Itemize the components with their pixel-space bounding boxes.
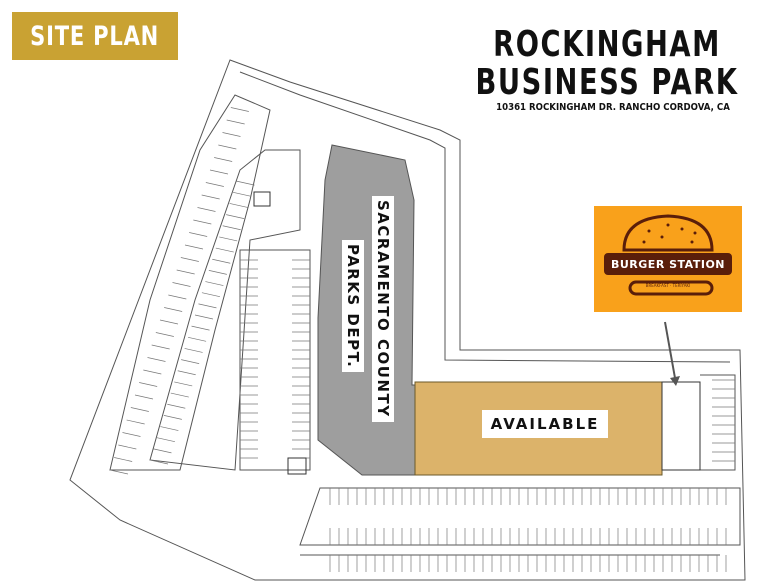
parking-stall bbox=[194, 314, 214, 320]
parking-stall bbox=[159, 319, 179, 325]
parking-left bbox=[109, 94, 271, 471]
parking-stall bbox=[191, 325, 210, 331]
county-label-line1: SACRAMENTO COUNTY bbox=[372, 196, 394, 422]
parking-stall bbox=[226, 119, 245, 125]
parking-stall bbox=[151, 344, 170, 350]
parking-stall bbox=[184, 348, 203, 353]
parking-stall bbox=[163, 415, 182, 420]
parking-middle bbox=[149, 149, 301, 471]
parking-stall bbox=[226, 214, 245, 219]
parking-stall bbox=[233, 191, 252, 197]
parking-stall bbox=[215, 247, 234, 253]
parking-stall bbox=[181, 359, 200, 364]
pointer-arrow bbox=[664, 321, 676, 379]
parking-stall bbox=[184, 244, 204, 250]
parking-stall bbox=[118, 444, 137, 450]
page-title: ROCKINGHAM BUSINESS PARK bbox=[417, 26, 761, 102]
access-road bbox=[239, 71, 731, 363]
parking-stall bbox=[130, 407, 149, 412]
parking-stall bbox=[193, 219, 212, 225]
site-plan-label: SITE PLAN bbox=[30, 20, 160, 52]
parking-stall bbox=[201, 292, 220, 298]
parking-stall bbox=[126, 419, 145, 425]
parking-stall bbox=[198, 303, 217, 309]
parking-stall bbox=[164, 307, 183, 312]
parking-stall bbox=[156, 437, 175, 443]
parking-right bbox=[700, 374, 736, 471]
burger-station-logo: BURGER STATION BREAKFAST · TERIYAKI bbox=[594, 206, 742, 312]
parking-stall bbox=[230, 107, 249, 112]
parking-stall bbox=[212, 258, 231, 264]
parking-stall bbox=[214, 157, 233, 162]
parking-stall bbox=[139, 382, 158, 387]
hatched-area bbox=[253, 191, 271, 207]
parking-stall bbox=[168, 294, 187, 300]
parking-stall bbox=[176, 269, 195, 275]
site-plan-badge: SITE PLAN bbox=[12, 12, 178, 60]
title-line-1: ROCKINGHAM bbox=[493, 24, 721, 65]
parking-stall bbox=[205, 281, 224, 286]
county-building bbox=[317, 144, 419, 476]
parking-stall bbox=[229, 203, 248, 208]
parking-stall bbox=[172, 282, 191, 287]
site-boundary bbox=[69, 59, 746, 581]
parking-stall bbox=[143, 369, 162, 375]
county-label-line2: PARKS DEPT. bbox=[342, 240, 364, 373]
parking-stall bbox=[167, 403, 186, 409]
parking-stall bbox=[109, 469, 129, 475]
parking-stall bbox=[147, 357, 166, 362]
parking-stall bbox=[114, 457, 133, 462]
burger-station-unit bbox=[661, 381, 701, 471]
burger-station-tagline: BREAKFAST · TERIYAKI bbox=[645, 283, 691, 288]
parking-stall bbox=[189, 232, 208, 237]
arrow-head-icon bbox=[670, 376, 680, 386]
parking-stall bbox=[177, 370, 196, 376]
parking-stall bbox=[153, 448, 172, 454]
parking-stall bbox=[155, 332, 174, 337]
parking-stall bbox=[218, 144, 237, 150]
parking-stall bbox=[205, 182, 224, 187]
parking-stall bbox=[222, 132, 241, 137]
title-line-2: BUSINESS PARK bbox=[475, 62, 739, 103]
parking-stall bbox=[201, 194, 220, 200]
parking-stall bbox=[170, 392, 189, 398]
parking-stall bbox=[180, 257, 199, 262]
parking-stall bbox=[236, 180, 255, 186]
parking-stall bbox=[134, 394, 154, 400]
parking-stall bbox=[188, 336, 207, 342]
parking-stall bbox=[160, 426, 179, 431]
address: 10361 ROCKINGHAM DR. RANCHO CORDOVA, CA bbox=[496, 102, 730, 113]
parking-stall bbox=[122, 432, 141, 437]
available-label: AVAILABLE bbox=[482, 410, 608, 438]
parking-stall bbox=[209, 169, 229, 175]
burger-icon bbox=[622, 214, 714, 296]
parking-stall bbox=[174, 381, 193, 387]
hatched-area bbox=[287, 457, 307, 475]
parking-stall bbox=[197, 207, 216, 212]
parking-stall bbox=[222, 225, 241, 231]
parking-stall bbox=[219, 236, 238, 242]
parking-inner bbox=[239, 249, 311, 471]
parking-stall bbox=[149, 459, 169, 465]
burger-station-name: BURGER STATION bbox=[604, 253, 732, 275]
parking-stall bbox=[208, 270, 227, 275]
